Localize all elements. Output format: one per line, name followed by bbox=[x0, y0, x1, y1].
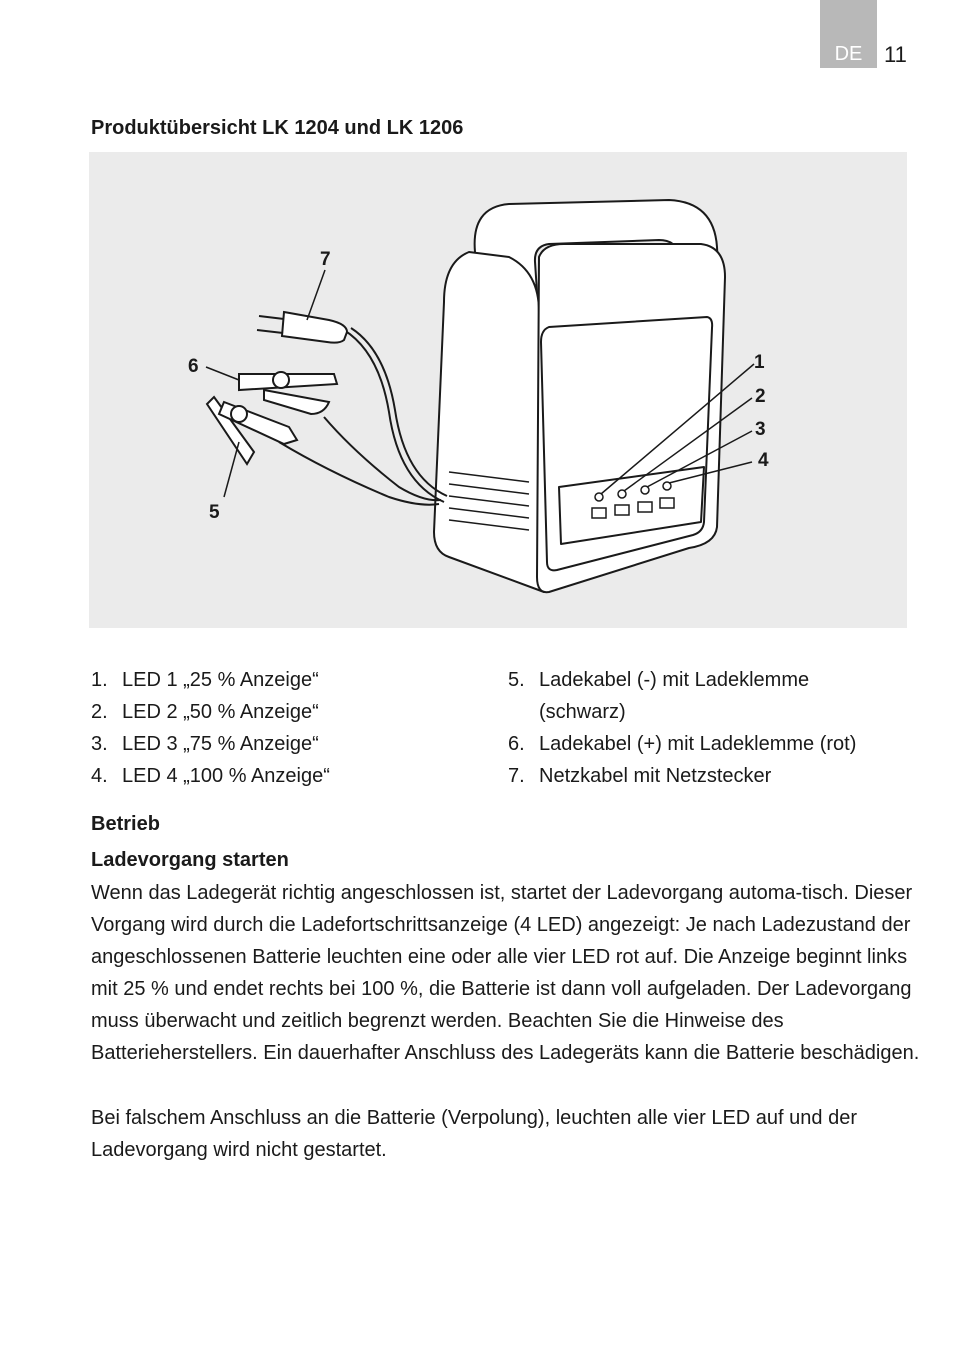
list-item: 1.LED 1 „25 % Anzeige“ bbox=[91, 669, 319, 691]
list-item: 5.Ladekabel (-) mit Ladeklemme (schwarz) bbox=[508, 669, 810, 723]
callout-4: 4 bbox=[758, 450, 769, 471]
battery-icon-1 bbox=[591, 507, 607, 519]
charger-illustration bbox=[205, 199, 755, 594]
battery-icon-4 bbox=[659, 497, 675, 509]
callout-7: 7 bbox=[320, 249, 331, 270]
led-1-icon bbox=[594, 492, 604, 502]
callout-3: 3 bbox=[755, 419, 766, 440]
power-cable-outline bbox=[350, 327, 448, 497]
list-item: 7.Netzkabel mit Netzstecker bbox=[508, 765, 772, 787]
power-cable bbox=[343, 329, 445, 503]
clamp-cable-black bbox=[278, 441, 440, 506]
callout-1: 1 bbox=[754, 352, 765, 373]
list-item: 6.Ladekabel (+) mit Ladeklemme (rot) bbox=[508, 733, 857, 755]
callout-5: 5 bbox=[209, 502, 220, 523]
language-tab: DE bbox=[820, 0, 877, 68]
parts-list-left: 1.LED 1 „25 % Anzeige“ 2.LED 2 „50 % Anz… bbox=[91, 664, 491, 792]
callout-6: 6 bbox=[188, 356, 199, 377]
operation-heading: Betrieb bbox=[91, 813, 160, 835]
led-3-icon bbox=[640, 485, 650, 495]
battery-icon-2 bbox=[614, 504, 630, 516]
parts-list-right: 5.Ladekabel (-) mit Ladeklemme (schwarz)… bbox=[508, 664, 908, 792]
led-2-icon bbox=[617, 489, 627, 499]
charging-paragraph-1: Wenn das Ladegerät richtig angeschlossen… bbox=[91, 882, 920, 1064]
list-item: 3.LED 3 „75 % Anzeige“ bbox=[91, 733, 319, 755]
charging-paragraph-2: Bei falschem Anschluss an die Batterie (… bbox=[91, 1107, 857, 1161]
led-4-icon bbox=[662, 481, 672, 491]
clamp-cable-red bbox=[323, 416, 442, 502]
charging-subheading: Ladevorgang starten bbox=[91, 849, 289, 871]
side-vents bbox=[448, 471, 530, 531]
callout-2: 2 bbox=[755, 386, 766, 407]
section-title: Produktübersicht LK 1204 und LK 1206 bbox=[91, 117, 464, 139]
product-figure: 7 6 5 1 2 3 4 bbox=[89, 152, 907, 628]
page-number: 11 bbox=[884, 42, 907, 67]
language-label: DE bbox=[834, 43, 863, 65]
charger-body-side bbox=[433, 251, 545, 593]
list-item: 4.LED 4 „100 % Anzeige“ bbox=[91, 765, 330, 787]
list-item: 2.LED 2 „50 % Anzeige“ bbox=[91, 701, 319, 723]
power-plug-icon bbox=[280, 310, 349, 344]
battery-icon-3 bbox=[637, 501, 653, 513]
